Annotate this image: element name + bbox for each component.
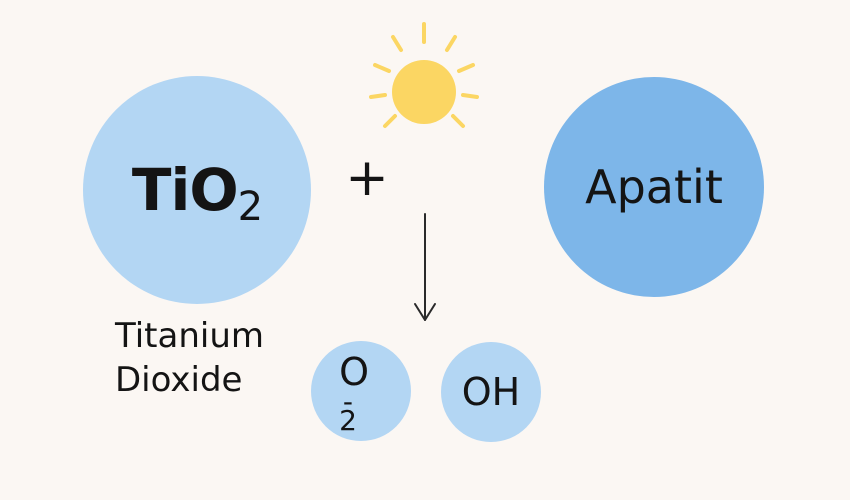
tio2-circle: TiO2 xyxy=(83,76,311,304)
tio2-subscript: 2 xyxy=(237,184,263,230)
plus-sign: + xyxy=(345,148,389,208)
hydroxyl-formula: OH xyxy=(461,370,521,414)
superoxide-subscript: 2 xyxy=(339,404,357,437)
caption-line-1: Titanium xyxy=(115,316,264,356)
tio2-symbol: TiO xyxy=(131,156,239,224)
sun-icon xyxy=(369,22,479,128)
arrow-down-icon xyxy=(414,213,436,321)
apatit-circle: Apatit xyxy=(544,77,764,297)
hydroxyl-circle: OH xyxy=(441,342,541,442)
superoxide-symbol: O xyxy=(339,350,369,394)
apatit-label: Apatit xyxy=(585,160,723,214)
tio2-formula: TiO2 xyxy=(132,161,263,227)
superoxide-charge: - xyxy=(342,385,353,418)
caption-line-2: Dioxide xyxy=(115,360,243,400)
superoxide-circle: O 2- xyxy=(311,341,411,441)
tio2-name-caption: Titanium Dioxide xyxy=(115,314,264,402)
superoxide-formula: O 2- xyxy=(339,350,383,435)
